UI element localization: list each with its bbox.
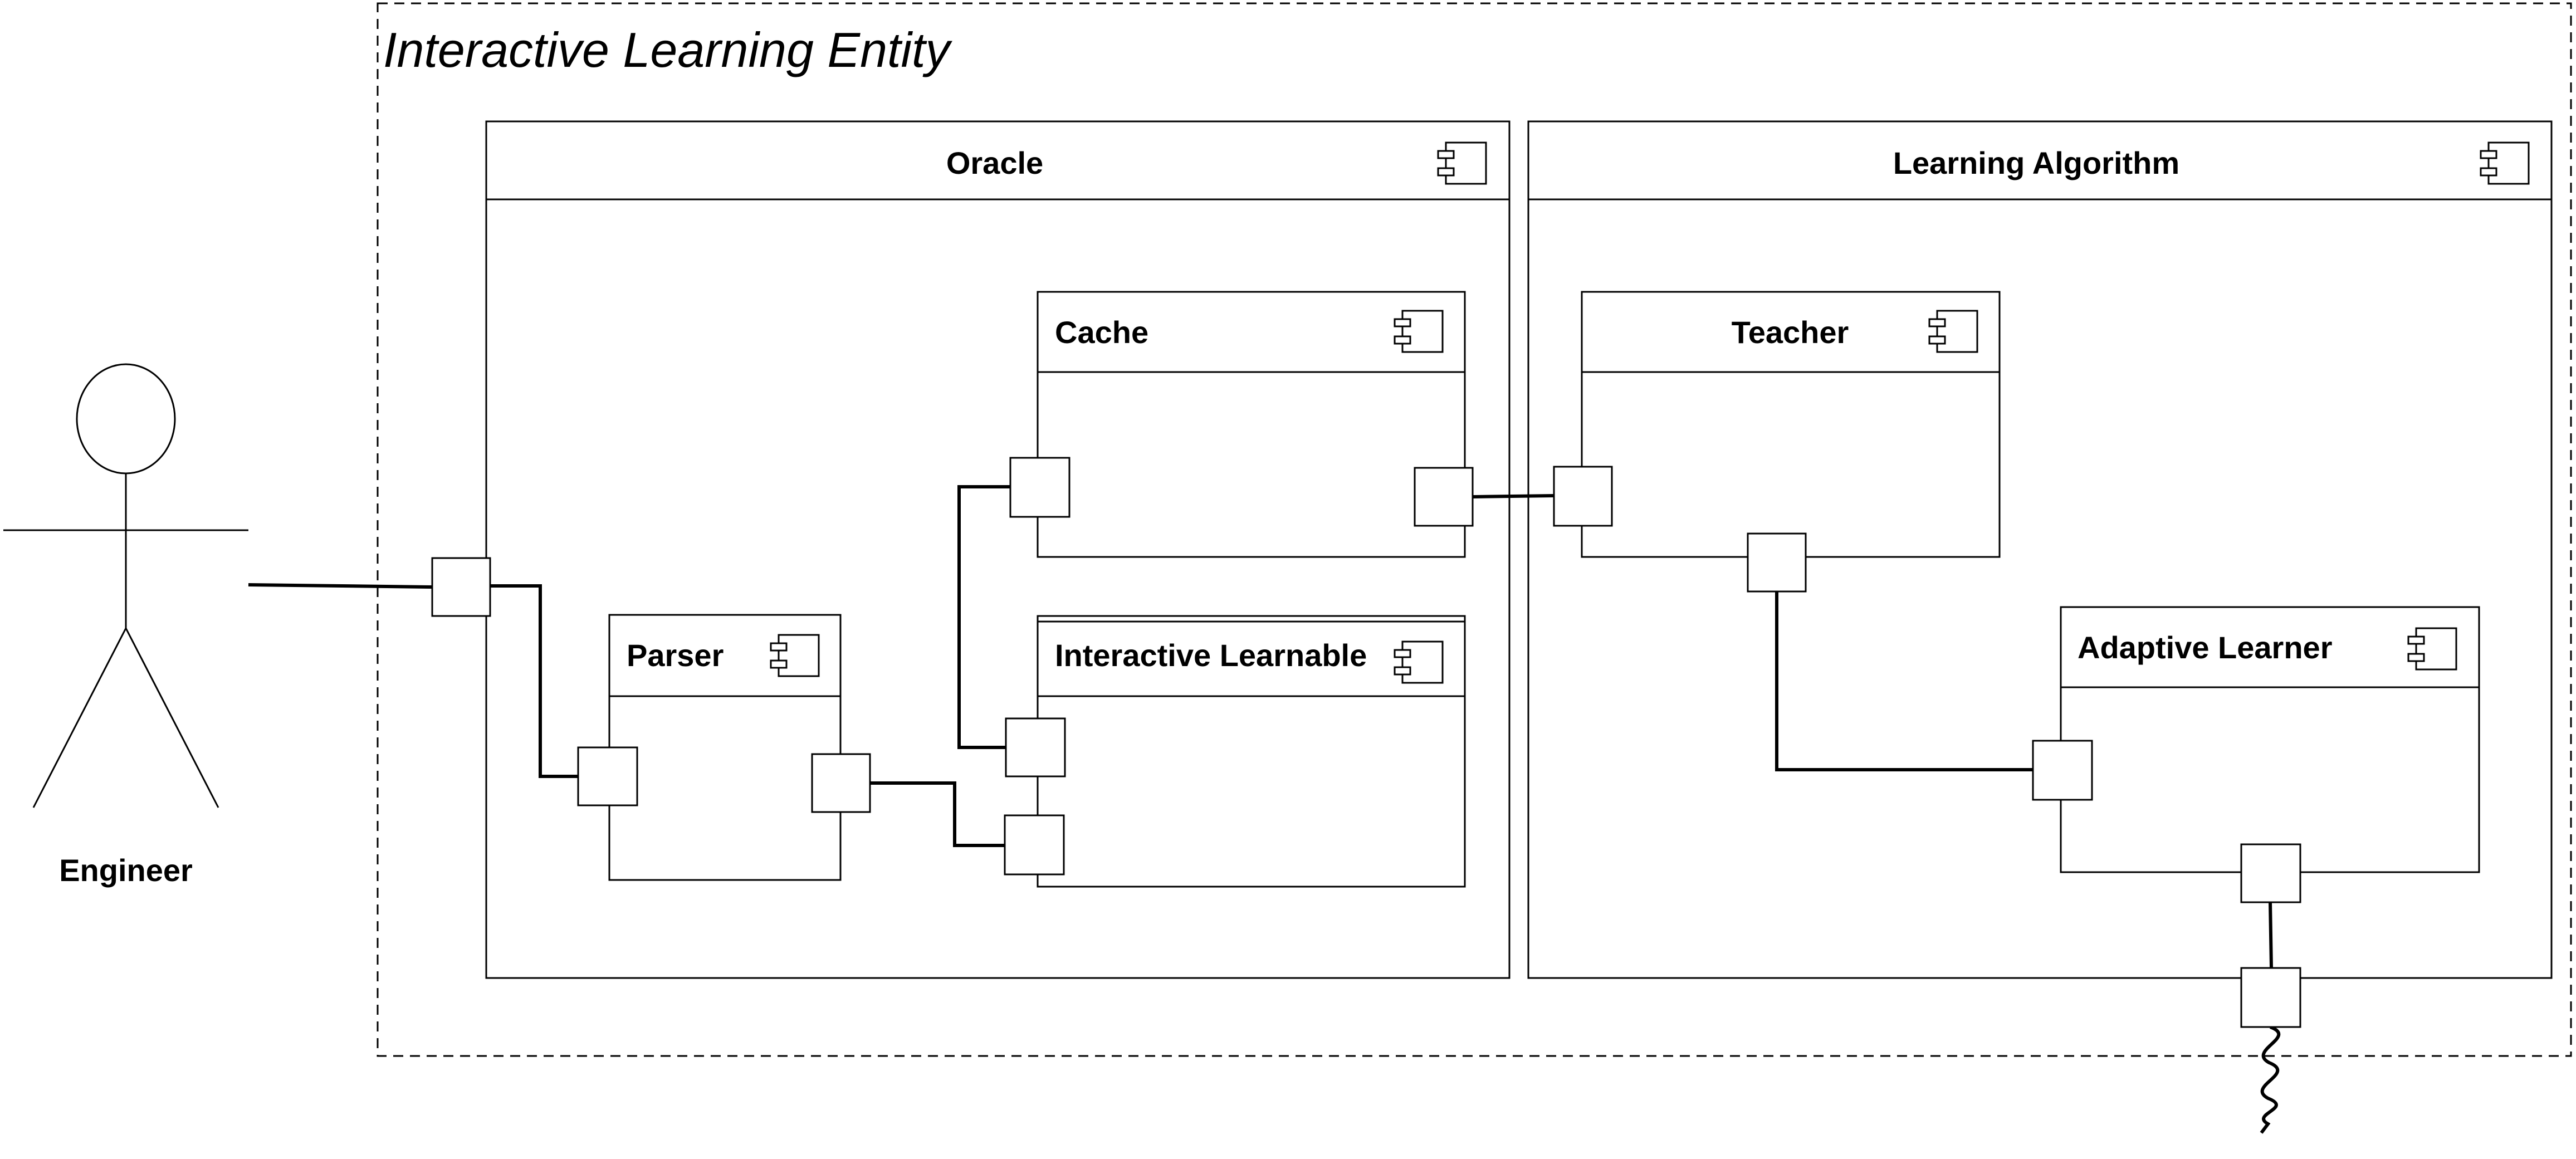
engineer-actor: Engineer (3, 363, 248, 888)
frame-title: Interactive Learning Entity (383, 22, 952, 77)
connectors (248, 485, 2281, 1134)
interactive-learning-entity-frame (377, 2, 2572, 1057)
uml-component-icon (1394, 310, 1444, 353)
learnable-port-upper (1005, 717, 1066, 777)
teacher-component: Teacher (1581, 291, 2001, 558)
engineer-to-oracle-connector (248, 583, 433, 589)
adaptive-learner-output-port (2240, 843, 2301, 903)
adaptive-learner-input-port (2032, 740, 2093, 801)
parser-component: Parser (608, 614, 842, 881)
adaptive-learner-label: Adaptive Learner (2078, 630, 2333, 665)
cache-to-learnable-connector (957, 485, 1010, 749)
teacher-output-port (1747, 532, 1807, 593)
oracle-label: Oracle (946, 145, 1043, 180)
uml-component-icon (2407, 627, 2457, 671)
oracle-port-to-parser-connector (461, 584, 578, 778)
cache-output-port (1414, 467, 1474, 527)
parser-input-port (577, 746, 638, 806)
interactive-learnable-component: Interactive Learnable (1037, 615, 1466, 888)
external-interface-squiggle (2260, 1025, 2281, 1134)
uml-component-icon (770, 634, 820, 677)
parser-label: Parser (627, 638, 724, 673)
cache-label: Cache (1055, 315, 1148, 350)
actor-head (76, 363, 176, 475)
teacher-to-adaptive-learner-connector (1775, 591, 2033, 771)
learnable-port-lower (1004, 814, 1065, 876)
parser-to-learnable-connector (870, 781, 1005, 847)
interactive-learnable-label: Interactive Learnable (1055, 638, 1367, 673)
learning-algorithm-label: Learning Algorithm (1893, 145, 2179, 180)
learning-algorithm-boundary-port (2240, 967, 2301, 1028)
adaptive-learner-to-boundary-connector (2269, 902, 2273, 969)
cache-component: Cache (1037, 291, 1466, 558)
uml-component-icon (2480, 141, 2530, 185)
teacher-input-port (1553, 466, 1613, 527)
parser-output-port (811, 753, 871, 813)
oracle-boundary-port (431, 557, 491, 617)
actor-label: Engineer (59, 853, 193, 888)
uml-component-icon (1394, 640, 1444, 684)
cache-input-port (1009, 457, 1071, 518)
adaptive-learner-component: Adaptive Learner (2060, 606, 2480, 873)
uml-component-icon (1928, 310, 1978, 353)
teacher-label: Teacher (1732, 315, 1849, 350)
cache-to-teacher-connector (1472, 494, 1555, 498)
ports (431, 457, 2301, 1028)
uml-component-icon (1437, 141, 1487, 185)
